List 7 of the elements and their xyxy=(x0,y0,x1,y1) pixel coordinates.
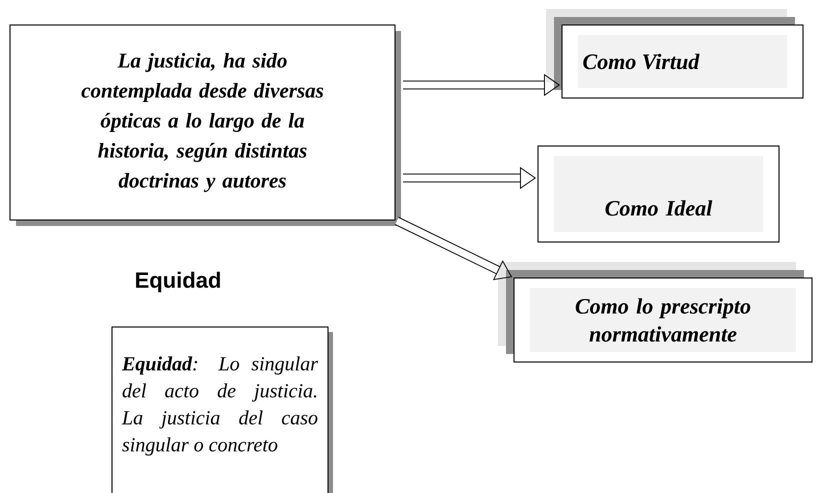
text-box: Como lo prescripto normativamente xyxy=(498,262,812,362)
node-label: Equidad: Lo singular del acto de justicia. La justicia del caso singular o concreto xyxy=(122,356,318,456)
heading: Equidad xyxy=(136,272,220,292)
text-box: Como Ideal xyxy=(538,146,780,242)
text-box: Como Virtud xyxy=(546,9,804,98)
text-box: La justicia, ha sido contemplada desde diversas ópticas a lo largo de la historia, según distintas doctrinas y autores xyxy=(10,24,401,226)
text-box: Equidad: Lo singular del acto de justicia. La justicia del caso singular o concreto xyxy=(112,326,333,493)
